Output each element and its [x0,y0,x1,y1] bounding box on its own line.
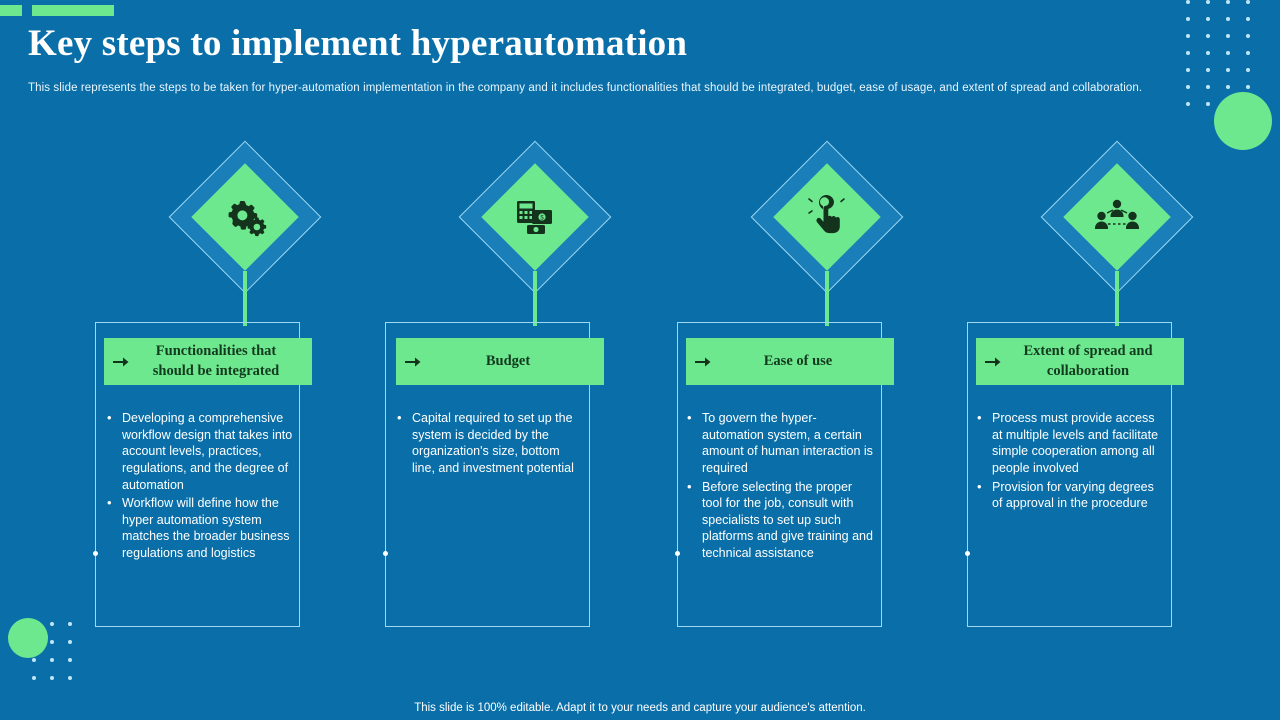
accent-bar-small [0,5,22,16]
step-bullet-list: Developing a comprehensive workflow desi… [104,409,294,564]
step-connector [825,271,829,326]
step-title-band[interactable]: Functionalities that should be integrate… [104,338,312,385]
list-item: Process must provide access at multiple … [974,409,1159,477]
step-connector [533,271,537,326]
list-item: Before selecting the proper tool for the… [684,477,874,562]
card-marker-dot [383,551,388,556]
decorative-circle-top-right [1214,92,1272,150]
step-column: Functionalities that should be integrate… [93,0,395,720]
card-marker-dot [965,551,970,556]
step-title: Functionalities that should be integrate… [152,342,280,379]
team-collaboration-icon [1063,163,1171,271]
footer-note: This slide is 100% editable. Adapt it to… [414,702,866,714]
step-diamond[interactable] [750,140,904,294]
page-title: Key steps to implement hyperautomation [28,23,688,64]
hand-tap-icon [773,163,881,271]
step-title: Ease of use [763,352,833,369]
step-column: $ BudgetCapital required to set up the sy… [383,0,685,720]
step-bullet-list: Capital required to set up the system is… [394,409,579,479]
arrow-right-icon [976,356,1010,368]
list-item: Provision for varying degrees of approva… [974,477,1159,512]
step-connector [243,271,247,326]
step-column: Extent of spread and collaborationProces… [965,0,1267,720]
step-card-outline [675,322,882,627]
svg-text:$: $ [540,216,544,222]
list-item: Developing a comprehensive workflow desi… [104,409,294,493]
step-diamond[interactable] [168,140,322,294]
arrow-right-icon [104,356,138,368]
step-column: Ease of use To govern the hyper-automatio… [675,0,977,720]
gears-icon [191,163,299,271]
list-item: Workflow will define how the hyper autom… [104,494,294,562]
step-title: Extent of spread and collaboration [1023,342,1153,379]
calculator-money-icon: $ [481,163,589,271]
step-title: Budget [485,352,531,369]
step-diamond[interactable]: $ [458,140,612,294]
step-bullet-list: Process must provide access at multiple … [974,409,1159,514]
card-marker-dot [675,551,680,556]
step-connector [1115,271,1119,326]
step-bullet-list: To govern the hyper-automation system, a… [684,409,874,564]
step-diamond[interactable] [1040,140,1194,294]
step-title-band[interactable]: Budget [396,338,604,385]
arrow-right-icon [396,356,430,368]
step-card-outline [383,322,590,627]
step-card-outline [93,322,300,627]
decorative-circle-bottom-left [8,618,48,658]
step-title-band[interactable]: Ease of use [686,338,894,385]
step-title-band[interactable]: Extent of spread and collaboration [976,338,1184,385]
page-subtitle: This slide represents the steps to be ta… [28,82,1143,94]
dot-grid-top-right [1186,0,1266,130]
arrow-right-icon [686,356,720,368]
list-item: To govern the hyper-automation system, a… [684,409,874,477]
step-card-outline [965,322,1172,627]
accent-bar-large [32,5,114,16]
card-marker-dot [93,551,98,556]
list-item: Capital required to set up the system is… [394,409,579,477]
